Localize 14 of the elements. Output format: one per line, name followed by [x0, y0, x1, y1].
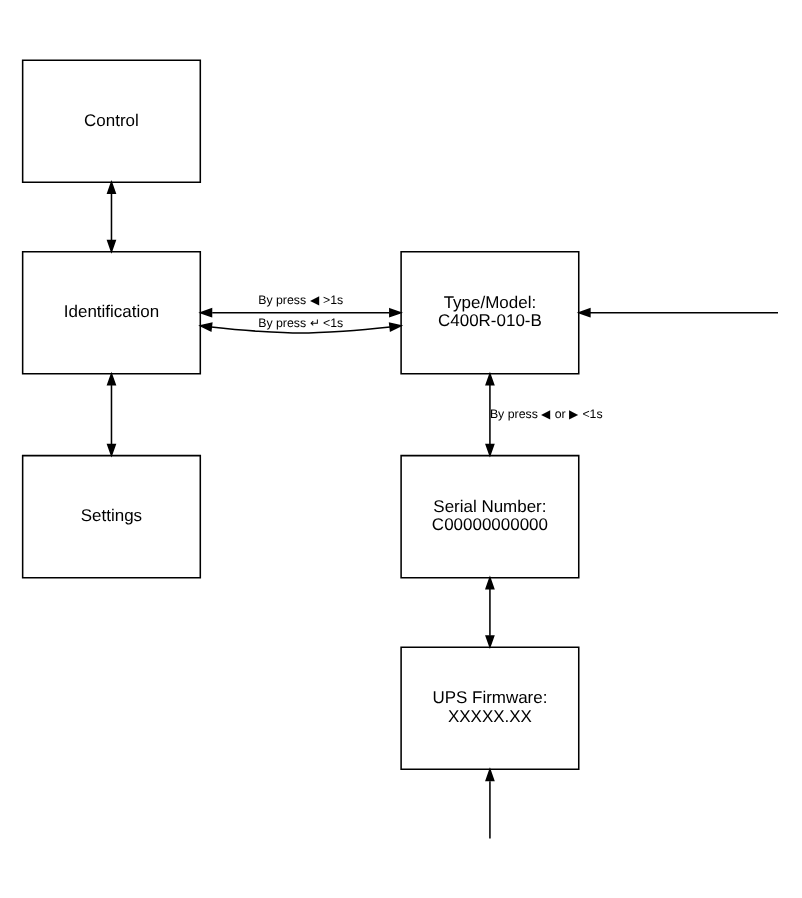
arrow — [106, 179, 117, 253]
node-box: Control — [21, 58, 202, 182]
arrow — [576, 306, 779, 317]
arrow — [106, 370, 117, 457]
node-box: UPS Firmware: XXXXX.XX — [400, 645, 580, 769]
node-box: Serial Number: C00000000000 — [400, 453, 580, 578]
arrow — [198, 321, 404, 333]
node-box: Settings — [21, 453, 202, 578]
node-box: Identification — [21, 249, 202, 374]
arrow — [485, 766, 495, 839]
arrow — [198, 306, 403, 317]
arrow — [485, 370, 495, 457]
arrow — [485, 574, 495, 649]
node-box: Type/Model: C400R-010-B — [400, 249, 580, 374]
